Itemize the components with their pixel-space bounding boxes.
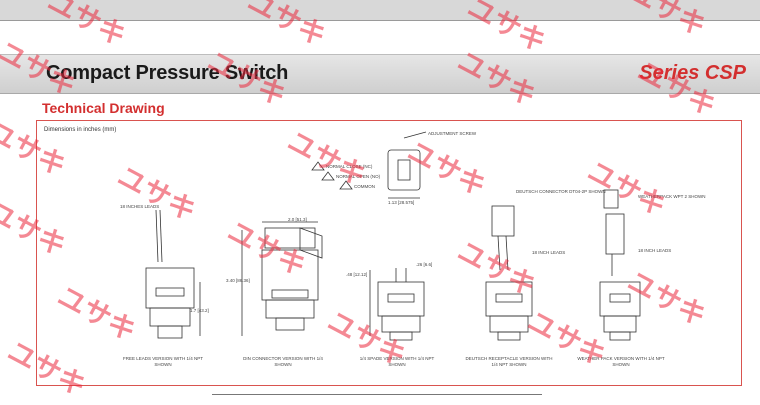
- warning-icon: [339, 180, 353, 190]
- warning-icon: [321, 171, 335, 181]
- dim-d: .48 [12.12]: [346, 272, 368, 277]
- deutsch-connector-label: DEUTSCH CONNECTOR DT04-2P SHOWN: [516, 189, 606, 194]
- weatherpack-connector: [605, 213, 625, 255]
- dim-a: 2.0 [51.3]: [288, 217, 307, 222]
- caption-deutsch: DEUTSCH RECEPTACLE VERSION WITH 1/4 NPT …: [465, 356, 553, 367]
- width-dimension: 1.13 [28.575]: [388, 200, 415, 205]
- series-name: Series CSP: [639, 62, 746, 84]
- caption-spade: 1/4 SPADE VERSION WITH 1/4 NPT SHOWN: [359, 356, 435, 367]
- warning-icon: [311, 161, 325, 171]
- wiring-nc-label: NORMAL CLOSE (NC): [326, 164, 373, 169]
- free-leads-label: 18 INCHES LEADS: [120, 204, 160, 209]
- section-title: Technical Drawing: [42, 100, 165, 116]
- table-strip: [212, 394, 542, 401]
- top-bar: [0, 0, 760, 21]
- wiring-no-label: NORMAL OPEN (NO): [336, 174, 381, 179]
- deutsch-leads-label: 18 INCH LEADS: [532, 250, 566, 255]
- dim-e: .26 [6.6]: [416, 262, 433, 267]
- dim-b: 3.40 [86.36]: [226, 278, 250, 283]
- adjustment-screw-label: ADJUSTMENT SCREW: [428, 131, 477, 136]
- deutsch-connector: [491, 205, 515, 237]
- page-title: Compact Pressure Switch: [46, 62, 289, 84]
- weatherpack-leads-label: 18 INCH LEADS: [638, 248, 672, 253]
- drawing-frame: [36, 120, 742, 386]
- din-body: [261, 249, 319, 301]
- caption-din: DIN CONNECTOR VERSION WITH 1/4 SHOWN: [243, 356, 323, 367]
- dimensions-note: Dimensions in inches (mm): [44, 127, 117, 133]
- caption-free-leads: FREE LEADS VERSION WITH 1/4 NPT SHOWN: [122, 356, 203, 367]
- caption-weatherpack: WEATHER PACK VERSION WITH 1/4 NPT SHOWN: [577, 356, 665, 367]
- dim-c: 1.7 [43.2]: [190, 308, 209, 313]
- wiring-common-label: COMMON: [354, 184, 375, 189]
- switch-detail: [387, 149, 421, 191]
- weatherpack-label: WEATHERPACK WPT 2 SHOWN: [638, 194, 706, 199]
- header-band: [0, 54, 760, 94]
- spade-body: [377, 281, 425, 317]
